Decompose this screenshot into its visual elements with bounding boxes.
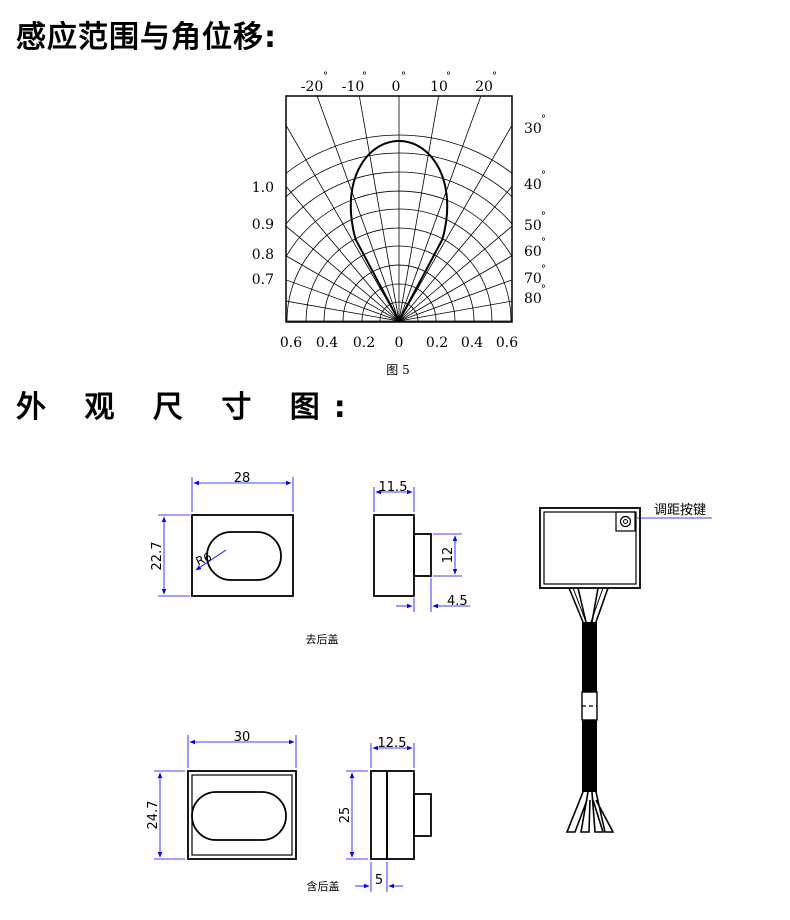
grid-radial-line (286, 255, 400, 322)
grid-radial-line (316, 96, 400, 322)
depth-dimension-label: 12.5 (378, 736, 407, 751)
left-value-label: 0.8 (252, 247, 274, 263)
degree-mark: ° (541, 264, 546, 275)
bottom-value-label: 0.2 (353, 335, 375, 351)
front-view-closed (154, 735, 297, 860)
width-dimension-label: 30 (234, 730, 251, 745)
radius-dimension-label: R6 (194, 549, 214, 568)
degree-mark: ° (323, 71, 328, 82)
right-angle-label: 40 (524, 177, 542, 193)
degree-mark: ° (362, 71, 367, 82)
degree-mark: ° (541, 211, 546, 222)
top-angle-label: 20 (475, 79, 493, 95)
closed-caption: 含后盖 (307, 879, 340, 893)
bottom-value-label: 0.4 (461, 335, 483, 351)
side-view-closed (346, 743, 432, 892)
degree-mark: ° (541, 170, 546, 181)
degree-mark: ° (541, 114, 546, 125)
adjust-button-knob (619, 515, 632, 528)
polar-diagram: -20 -10 0 10 20 ° ° ° ° ° 30 40 50 60 70… (252, 71, 546, 377)
section-heading-outline-dimensions: 外 观 尺 寸 图: (16, 390, 360, 425)
side-view-open (373, 487, 470, 612)
right-angle-label: 50 (524, 218, 542, 234)
left-value-label: 1.0 (252, 180, 274, 196)
grid-radial-line (358, 96, 400, 322)
right-angle-label: 80 (524, 291, 542, 307)
boss-depth-dimension-label: 4.5 (447, 594, 468, 609)
open-caption: 去后盖 (306, 632, 339, 646)
section-heading-sensing-range: 感应范围与角位移: (16, 20, 277, 55)
height-dimension-label: 24.7 (146, 801, 161, 830)
degree-mark: ° (541, 237, 546, 248)
boss-depth-dimension-label: 5 (375, 873, 383, 888)
left-value-label: 0.9 (252, 217, 274, 233)
width-dimension-label: 28 (234, 471, 251, 486)
grid-radial-line (398, 255, 512, 322)
degree-mark: ° (446, 71, 451, 82)
grid-radial-line (398, 96, 482, 322)
top-angle-label: -20 (301, 79, 324, 95)
height-dimension-label: 22.7 (150, 542, 165, 571)
right-angle-label: 30 (524, 121, 542, 137)
grid-radial-line (286, 279, 400, 322)
polar-grid (286, 96, 512, 322)
adjust-button-label: 调距按键 (654, 503, 706, 518)
degree-mark: ° (401, 71, 406, 82)
grid-radial-line (398, 185, 512, 322)
grid-radial-line (398, 300, 512, 322)
adjust-button (615, 511, 636, 532)
front-view-open (158, 477, 294, 597)
grid-radial-line (286, 124, 400, 322)
boss-height-dimension-label: 12 (441, 547, 456, 564)
grid-radial-line (286, 225, 400, 322)
sensor-module-with-cable (539, 507, 712, 833)
dimension-drawings: 28 22.7 R6 11.5 12 4.5 去后盖 (146, 471, 712, 893)
sensing-lobe-curve (349, 140, 449, 324)
top-angle-label: 0 (392, 79, 401, 95)
bottom-value-label: 0.6 (280, 335, 302, 351)
bottom-value-label: 0.6 (496, 335, 518, 351)
top-angle-label: 10 (430, 79, 448, 95)
degree-mark: ° (541, 284, 546, 295)
grid-radial-line (286, 185, 400, 322)
grid-radial-line (398, 96, 440, 322)
top-angle-label: -10 (342, 79, 365, 95)
grid-radial-line (286, 300, 400, 322)
left-value-label: 0.7 (252, 272, 274, 288)
bottom-value-label: 0.4 (316, 335, 338, 351)
bottom-value-label: 0.2 (426, 335, 448, 351)
grid-radial-line (398, 124, 512, 322)
degree-mark: ° (492, 71, 497, 82)
boss-height-dimension-label: 25 (338, 807, 353, 824)
figure-caption: 图 5 (386, 363, 409, 377)
grid-radial-line (398, 225, 512, 322)
right-angle-label: 60 (524, 244, 542, 260)
bottom-value-label: 0 (395, 335, 404, 351)
depth-dimension-label: 11.5 (379, 480, 408, 495)
right-angle-label: 70 (524, 271, 542, 287)
grid-radial-line (398, 279, 512, 322)
